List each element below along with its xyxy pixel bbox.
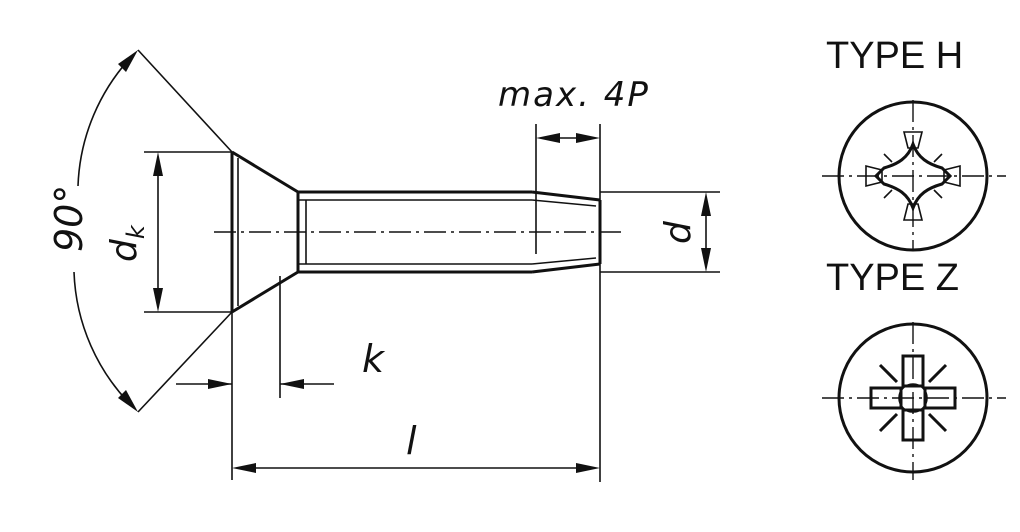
thread-runout-label: max. 4P — [498, 75, 650, 115]
head-diameter-symbol: d — [104, 238, 145, 262]
dimension-lines — [73, 49, 720, 482]
head-height-label: k — [362, 337, 386, 381]
type-z-label: TYPE Z — [826, 257, 959, 299]
pozidriv-recess-icon — [822, 322, 1006, 480]
screw-side-view — [214, 150, 624, 314]
phillips-recess-icon — [822, 100, 1006, 252]
head-diameter-label: dk — [104, 224, 150, 262]
type-h-label: TYPE H — [826, 35, 963, 77]
length-label: l — [406, 419, 417, 463]
thread-diameter-label: d — [658, 220, 699, 244]
head-diameter-subscript: k — [122, 224, 150, 239]
angle-label: 90° — [47, 185, 91, 252]
